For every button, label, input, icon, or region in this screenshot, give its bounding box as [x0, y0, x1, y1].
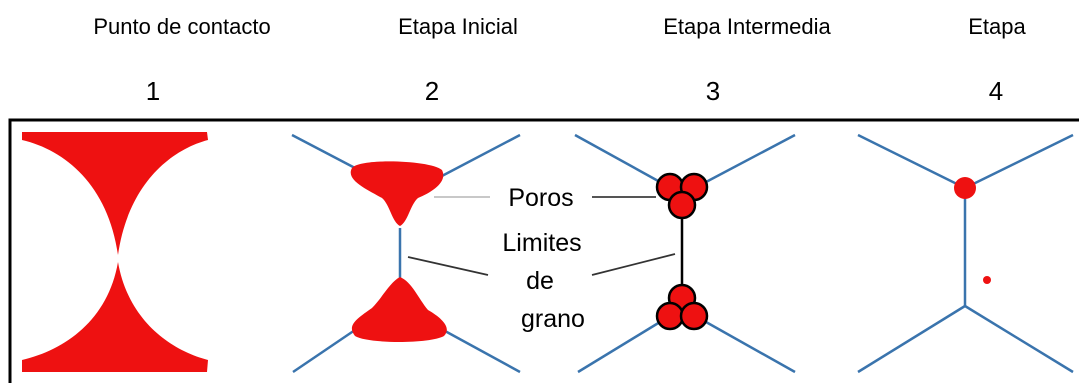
stage-2-upper-pore [350, 161, 444, 226]
stage-3-number: 3 [705, 76, 721, 106]
stage-2-grain-boundaries [291, 133, 521, 374]
grain-boundary-leader-lines [407, 253, 676, 276]
stage-2-title: Etapa Inicial [398, 14, 518, 39]
pores-label: Poros [508, 184, 573, 212]
stage-3-title: Etapa Intermedia [663, 14, 831, 39]
stage-1-upper-particle [22, 132, 208, 255]
stage-1-title: Punto de contacto [93, 14, 271, 39]
stage-4-title: Etapa [968, 14, 1026, 39]
stage-1-lower-particle [22, 262, 208, 372]
grain-boundary-label-line3: grano [521, 305, 585, 333]
stage-1-particles [22, 132, 208, 372]
stage-3-lower-pore [655, 283, 709, 331]
stage-3-stage [574, 133, 796, 374]
stage-2-stage [291, 133, 521, 374]
stage-3-upper-pore [655, 172, 709, 220]
stage-4-stage [857, 133, 1074, 374]
stage-3-grain-boundaries [574, 133, 796, 374]
stage-2-lower-pore [351, 277, 447, 342]
stage-2-number: 2 [424, 76, 440, 106]
stage-4-small-pore [983, 276, 991, 284]
grain-boundary-label-line2: de [526, 267, 554, 295]
stage-1-number: 1 [145, 76, 161, 106]
stage-4-grain-boundaries [857, 133, 1074, 374]
stage-4-number: 4 [988, 76, 1004, 106]
grain-boundary-label-line1: Limites [502, 229, 581, 257]
diagram-frame [8, 118, 1079, 383]
stage-4-large-pore [954, 177, 976, 199]
